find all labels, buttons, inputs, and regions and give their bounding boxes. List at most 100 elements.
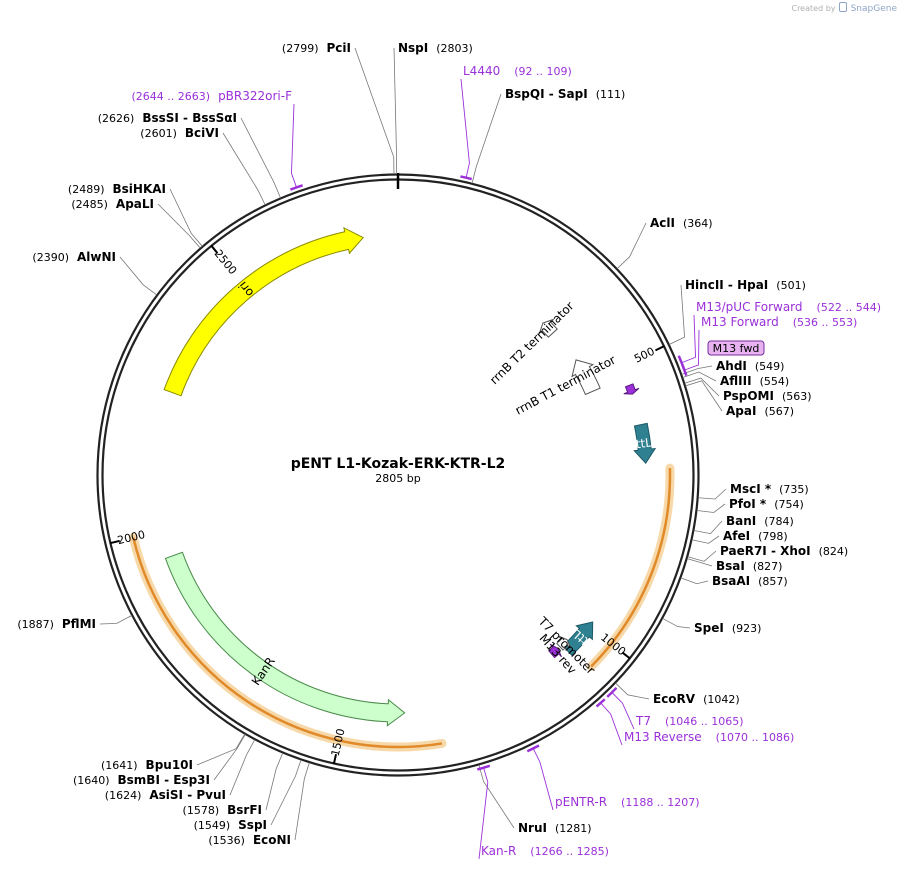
primer-range: (536 .. 553) [793,316,858,329]
site-position: (1578) [183,804,220,817]
site-nspi: NspI(2803) [398,41,473,55]
primer-pbr322ori-f: pBR322ori-F(2644 .. 2663) [132,89,293,103]
site-line-acli [616,222,647,269]
site-line-nrui [478,764,515,829]
site-position: (1042) [703,693,740,706]
site-line-sspi [270,759,302,826]
site-position: (1887) [17,618,54,631]
site-position: (923) [732,622,762,635]
primer-kan-r: Kan-R(1266 .. 1285) [481,844,609,858]
primer-mark-l4440 [460,175,473,181]
site-name: PspOMI [723,389,774,403]
site-line-alwni [119,256,158,296]
primer-name: pBR322ori-F [218,89,292,103]
orange-arc-0 [590,468,672,668]
primer-line-kan-r [478,768,489,860]
site-asisi-pvui: AsiSI - PvuI(1624) [105,788,226,802]
site-ecorv: EcoRV(1042) [653,692,740,706]
primer-mark-pentr-r [526,744,540,753]
site-name: PflMI [62,617,96,631]
site-acli: AclI(364) [650,216,713,230]
site-hincii-hpai: HincII - HpaI(501) [685,278,806,292]
site-position: (2489) [68,183,105,196]
site-name: BsaAI [712,574,750,588]
site-pfoi: PfoI *(754) [729,497,804,511]
site-position: (735) [779,483,809,496]
tick-2000 [109,539,120,545]
site-position: (2799) [282,42,319,55]
site-position: (1536) [208,834,245,847]
primer-l4440: L4440(92 .. 109) [463,64,572,78]
site-name: PaeR7I - XhoI [720,544,811,558]
site-name: SspI [238,818,267,832]
site-position: (549) [755,360,785,373]
site-line-ecorv [615,682,650,700]
site-bsai: BsaI(827) [716,559,782,573]
feature-attl1 [633,422,657,465]
site-line-bcivi [222,132,266,206]
site-position: (824) [819,545,849,558]
site-position: (784) [764,515,794,528]
site-msci: MscI * (735) [730,482,809,496]
primer-line-pbr322ori-f [291,103,297,187]
primer-name: M13/pUC Forward [696,300,803,314]
site-position: (554) [760,375,790,388]
site-position: (1641) [101,759,138,772]
site-apai: ApaI(567) [726,404,794,418]
site-line-nspi [393,47,398,175]
site-line-bsrfi [265,752,284,811]
feature-ori [163,226,364,397]
site-name: AlwNI [77,250,116,264]
primer-mark-kan-r [477,764,491,771]
site-position: (2601) [140,127,177,140]
credit-prefix: Created by [791,4,836,13]
primer-name: M13 Forward [701,315,779,329]
backbone-circle [96,173,700,777]
site-pcii: PciI (2799) [282,41,351,55]
m13-fwd-badge-label: M13 fwd [713,342,760,355]
primer-line-t7 [612,692,635,730]
site-afei: AfeI(798) [723,529,788,543]
tick-label-2000: 2000 [116,528,146,547]
site-name: PciI [327,41,352,55]
plasmid-name: pENT L1-Kozak-ERK-KTR-L2 [291,456,506,472]
primer-range: (92 .. 109) [514,65,572,78]
site-line-apai [685,380,723,412]
site-econi: EcoNI (1536) [208,833,291,847]
site-bani: BanI (784) [726,514,794,528]
site-apali: ApaLI(2485) [71,197,154,211]
site-bcivi: BciVI(2601) [140,126,219,140]
site-name: EcoNI [253,833,291,847]
site-position: (563) [782,390,812,403]
site-line-bsihkai [169,188,203,247]
primer-mark-m13-forward [681,364,688,376]
primer-m13-reverse: M13 Reverse(1070 .. 1086) [624,730,794,744]
site-bsssi-bsss-i: BssSI - BssSαI(2626) [98,111,237,125]
feature-rrnbt1 [571,359,601,396]
plasmid-center-label: pENT L1-Kozak-ERK-KTR-L2 2805 bp [291,456,506,485]
site-bsrfi: BsrFI(1578) [183,803,262,817]
site-name: NruI [518,821,547,835]
snapgene-logo-icon [839,2,848,12]
tick-1000 [621,651,631,660]
orange-arc-1 [132,537,443,749]
site-name: AhdI [716,359,747,373]
site-name: BanI [726,514,756,528]
tick-label-1500: 1500 [329,727,348,757]
site-bsaai: BsaAI(857) [712,574,788,588]
site-name: NspI [398,41,428,55]
site-line-bpu10i [196,733,246,766]
site-name: MscI * [730,482,772,496]
site-line-apali [157,203,201,249]
primer-line-m13-reverse [601,703,623,746]
primer-name: Kan-R [481,844,516,858]
site-bpu10i: Bpu10I(1641) [101,758,193,772]
site-leader-lines [99,47,727,841]
primer-mark-t7 [606,686,618,698]
primer-line-m13-puc-forward [682,314,697,363]
site-name: AflIII [720,374,752,388]
credit-brand: SnapGene [850,4,897,14]
orange-arcs [128,463,675,752]
site-pspomi: PspOMI (563) [723,389,812,403]
